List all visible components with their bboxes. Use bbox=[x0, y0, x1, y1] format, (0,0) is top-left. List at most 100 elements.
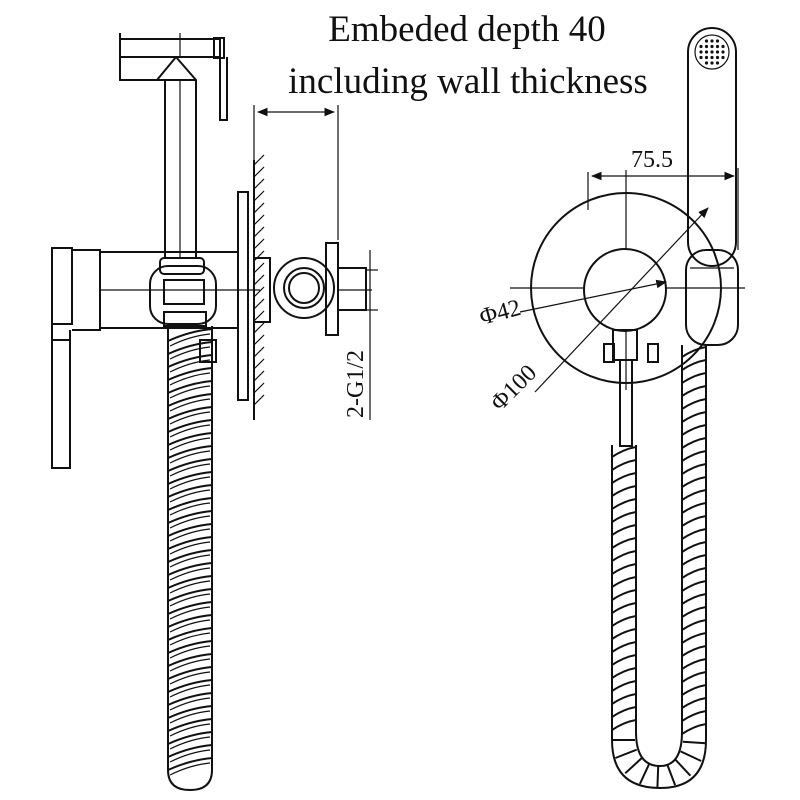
wall-hatch-line bbox=[253, 166, 265, 178]
hose-ring-inner bbox=[169, 541, 211, 555]
hose-ring bbox=[611, 511, 637, 523]
hose-ring-inner bbox=[169, 398, 211, 412]
hose-ring-inner bbox=[169, 450, 211, 464]
hose-ring bbox=[611, 485, 637, 497]
hose-ring-bend bbox=[656, 765, 660, 789]
hose-ring bbox=[681, 476, 707, 488]
hose-ring bbox=[611, 628, 637, 640]
hose-ring bbox=[167, 354, 213, 368]
nozzle-hole bbox=[710, 50, 714, 54]
hose-ring bbox=[611, 706, 637, 718]
side-view: 2-G1/2 bbox=[51, 33, 378, 792]
hose-ring bbox=[611, 498, 637, 510]
hose-ring bbox=[167, 588, 213, 602]
hose-ring-inner bbox=[169, 736, 211, 750]
hose-ring bbox=[681, 346, 707, 358]
hose-ring bbox=[167, 341, 213, 355]
hose-ring bbox=[167, 666, 213, 680]
hose-ring bbox=[681, 372, 707, 384]
hose-ring bbox=[681, 619, 707, 631]
hose-ring bbox=[681, 593, 707, 605]
hose-ring bbox=[167, 627, 213, 641]
nozzle-hole bbox=[715, 44, 720, 49]
nozzle-hole bbox=[699, 44, 703, 49]
hose-ring bbox=[611, 654, 637, 666]
nozzle-hole bbox=[704, 50, 709, 54]
hose-ring bbox=[681, 632, 707, 644]
hose-ring bbox=[681, 489, 707, 501]
hose-ring-inner bbox=[169, 580, 211, 594]
hose-ring bbox=[681, 554, 707, 566]
hose-ring bbox=[167, 718, 213, 732]
wall-hatch-line bbox=[253, 382, 265, 394]
hose-ring bbox=[167, 549, 213, 563]
hose-ring bbox=[167, 471, 213, 485]
wall-hatch-line bbox=[253, 262, 265, 274]
hose-ring bbox=[167, 562, 213, 576]
hose-ring-inner bbox=[169, 476, 211, 490]
hose-ring bbox=[681, 450, 707, 462]
hose-ring bbox=[167, 731, 213, 745]
hose-ring bbox=[167, 757, 213, 771]
nozzle-hole bbox=[715, 39, 720, 43]
hose-ring bbox=[611, 602, 637, 614]
hose-ring bbox=[167, 575, 213, 589]
hose-ring bbox=[167, 692, 213, 706]
hose-ring-inner bbox=[169, 515, 211, 529]
hose-ring-bend bbox=[674, 758, 692, 777]
hose-ring bbox=[167, 523, 213, 537]
hose-ring bbox=[681, 502, 707, 514]
hose-ring-inner bbox=[169, 346, 211, 360]
hose-ring bbox=[681, 463, 707, 475]
hose-ring bbox=[681, 515, 707, 527]
hose-ring bbox=[611, 693, 637, 705]
hose-ring bbox=[611, 589, 637, 601]
nozzle-hole bbox=[710, 55, 714, 60]
wall-hatch-line bbox=[253, 346, 265, 358]
wall-connector-side bbox=[254, 242, 372, 336]
hose-ring-inner bbox=[169, 671, 211, 685]
hose-ring-inner bbox=[169, 437, 211, 451]
thread-dimension: 2-G1/2 bbox=[343, 250, 378, 420]
hose-ring bbox=[681, 411, 707, 423]
hose-ring bbox=[681, 697, 707, 709]
hose-ring-inner bbox=[169, 359, 211, 373]
hose-ring bbox=[167, 744, 213, 758]
hose-ring bbox=[611, 524, 637, 536]
hose-ring bbox=[611, 641, 637, 653]
hose-ring-inner bbox=[169, 372, 211, 386]
note-line-1: Embeded depth 40 bbox=[328, 9, 605, 50]
hose-ring bbox=[167, 445, 213, 459]
wall-hatch-line bbox=[253, 358, 265, 370]
note-line-2: including wall thickness bbox=[288, 61, 648, 102]
nozzle-hole bbox=[721, 50, 725, 54]
hose-ring bbox=[681, 398, 707, 410]
hose-ring bbox=[611, 446, 637, 458]
hose-ring-bend bbox=[682, 740, 706, 745]
hose-ring bbox=[611, 563, 637, 575]
hose-ring-inner bbox=[169, 424, 211, 438]
hose-ring-inner bbox=[169, 723, 211, 737]
hose-ring-inner bbox=[169, 463, 211, 477]
hose-ring bbox=[167, 419, 213, 433]
wall-hatch-line bbox=[253, 178, 265, 190]
hose-ring bbox=[167, 536, 213, 550]
hose-ring bbox=[167, 393, 213, 407]
spray-head-side bbox=[119, 33, 228, 258]
hose-ring-bend bbox=[624, 757, 643, 775]
hose-ring bbox=[681, 723, 707, 735]
hose-ring-inner bbox=[169, 502, 211, 516]
holder-collar-side bbox=[149, 257, 217, 363]
hose-ring bbox=[611, 472, 637, 484]
width-dimension: 75.5 bbox=[587, 147, 739, 250]
nozzle-hole bbox=[699, 50, 703, 54]
wall-hatch-line bbox=[253, 394, 265, 406]
wall-hatch-line bbox=[253, 190, 265, 202]
nozzle-hole bbox=[710, 61, 714, 65]
hose-ring-inner bbox=[169, 749, 211, 763]
hose-front bbox=[611, 345, 707, 790]
hose-ring bbox=[611, 550, 637, 562]
valve-body-side bbox=[51, 247, 260, 469]
wall-hatch-line bbox=[253, 214, 265, 226]
